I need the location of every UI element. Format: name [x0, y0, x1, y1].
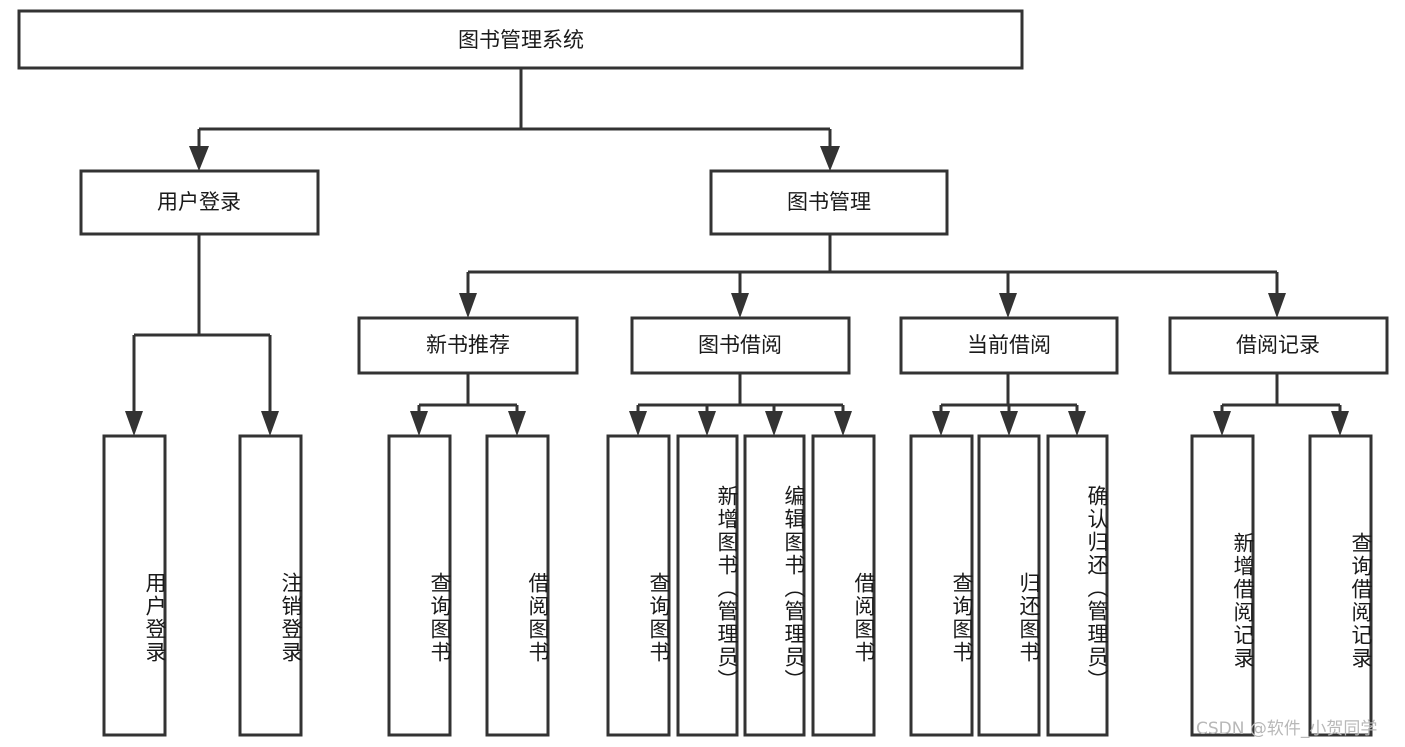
arrow-user-login: [189, 146, 209, 171]
arrow-current-borrow: [999, 293, 1017, 318]
arrow-leaf-add-borrow-record: [1213, 411, 1231, 436]
arrow-leaf-return-book: [1000, 411, 1018, 436]
arrow-leaf-borrow-book-1: [508, 411, 526, 436]
node-leaf-query-book-3-box[interactable]: [909, 434, 974, 737]
arrow-book-borrow: [731, 293, 749, 318]
node-book-management-box[interactable]: [709, 169, 949, 236]
node-book-borrow-label: 图书借阅: [698, 333, 782, 357]
node-user-login-box[interactable]: [79, 169, 320, 236]
node-box-group: [17, 9, 1389, 737]
node-leaf-edit-book-box[interactable]: [743, 434, 806, 737]
arrow-new-book-recommend: [459, 293, 477, 318]
node-borrow-record-label: 借阅记录: [1236, 333, 1320, 357]
csdn-watermark: CSDN @软件_小贺同学: [1196, 719, 1378, 739]
arrow-leaf-edit-book: [765, 411, 783, 436]
arrow-book-management: [820, 146, 840, 171]
node-book-borrow-box[interactable]: [630, 316, 851, 375]
node-borrow-record-box[interactable]: [1168, 316, 1389, 375]
node-user-login-label: 用户登录: [157, 190, 241, 214]
arrow-leaf-borrow-book-2: [834, 411, 852, 436]
node-new-book-recommend-box[interactable]: [357, 316, 579, 375]
node-leaf-add-borrow-record-box[interactable]: [1190, 434, 1255, 737]
arrow-leaf-confirm-return: [1068, 411, 1086, 436]
node-new-book-recommend-label: 新书推荐: [426, 333, 510, 357]
arrow-leaf-query-book-2: [629, 411, 647, 436]
node-leaf-user-logout-box[interactable]: [238, 434, 303, 737]
arrow-leaf-add-book: [698, 411, 716, 436]
arrow-leaf-query-book-3: [932, 411, 950, 436]
node-root-label: 图书管理系统: [458, 28, 584, 52]
horizontal-label-group: 图书管理系统 用户登录 图书管理 新书推荐 图书借阅 当前借阅 借阅记录: [157, 28, 1320, 357]
node-current-borrow-label: 当前借阅: [967, 333, 1051, 357]
node-root-box[interactable]: [17, 9, 1024, 70]
connector-group: [125, 68, 1349, 436]
node-leaf-return-book-box[interactable]: [977, 434, 1041, 737]
node-leaf-add-book-box[interactable]: [676, 434, 739, 737]
node-leaf-user-login-box[interactable]: [102, 434, 167, 737]
arrow-borrow-record: [1268, 293, 1286, 318]
node-leaf-borrow-book-2-box[interactable]: [811, 434, 876, 737]
node-leaf-confirm-return-box[interactable]: [1046, 434, 1109, 737]
arrow-leaf-user-login: [125, 411, 143, 436]
node-leaf-query-book-2-box[interactable]: [606, 434, 671, 737]
node-book-management-label: 图书管理: [787, 190, 871, 214]
arrow-leaf-query-borrow-record: [1331, 411, 1349, 436]
node-leaf-query-book-1-box[interactable]: [387, 434, 452, 737]
node-current-borrow-box[interactable]: [899, 316, 1119, 375]
node-leaf-borrow-book-1-box[interactable]: [485, 434, 550, 737]
arrow-leaf-user-logout: [261, 411, 279, 436]
node-leaf-query-borrow-record-box[interactable]: [1308, 434, 1373, 737]
arrow-leaf-query-book-1: [410, 411, 428, 436]
